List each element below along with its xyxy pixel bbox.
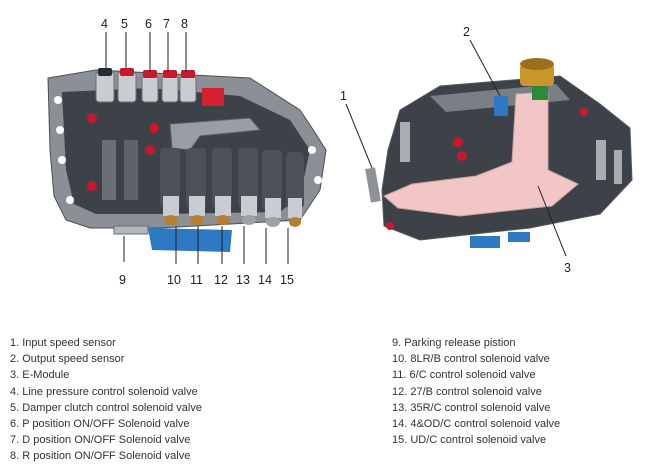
output-speed-sensor bbox=[520, 58, 554, 100]
callout-11: 11 bbox=[190, 273, 203, 287]
valve-body-illustration: 4 5 6 7 8 9 10 11 12 13 14 15 bbox=[47, 17, 633, 287]
callout-3: 3 bbox=[564, 261, 571, 275]
left-callouts: 4 5 6 7 8 9 10 11 12 13 14 15 bbox=[101, 17, 294, 287]
callout-6: 6 bbox=[145, 17, 152, 31]
callout-2: 2 bbox=[463, 25, 470, 39]
callout-8: 8 bbox=[181, 17, 188, 31]
lower-solenoids bbox=[160, 148, 304, 227]
input-speed-sensor bbox=[365, 167, 381, 203]
callout-4: 4 bbox=[101, 17, 108, 31]
legend-left-column: 1. Input speed sensor 2. Output speed se… bbox=[10, 335, 202, 465]
left-blue-base bbox=[148, 228, 232, 252]
callout-1: 1 bbox=[340, 89, 347, 103]
callout-15: 15 bbox=[280, 273, 294, 287]
callout-14: 14 bbox=[258, 273, 272, 287]
legend-item: 5. Damper clutch control solenoid valve bbox=[10, 401, 202, 414]
legend-item: 7. D position ON/OFF Solenoid valve bbox=[10, 434, 191, 447]
callout-5: 5 bbox=[121, 17, 128, 31]
right-e-module-view: 1 2 3 bbox=[340, 25, 633, 275]
e-module bbox=[383, 91, 579, 217]
red-connector-block bbox=[202, 88, 224, 106]
left-valve-body-view: 4 5 6 7 8 9 10 11 12 13 14 15 bbox=[47, 17, 327, 287]
legend-right-column: 9. Parking release pistion 10. 8LR/B con… bbox=[392, 335, 560, 448]
legend-item: 11. 6/C control solenoid valve bbox=[392, 369, 536, 382]
legend-item: 2. Output speed sensor bbox=[10, 353, 125, 366]
callout-10: 10 bbox=[167, 273, 181, 287]
legend-item: 4. Line pressure control solenoid valve bbox=[10, 385, 198, 398]
callout-12: 12 bbox=[214, 273, 228, 287]
callout-13: 13 bbox=[236, 273, 250, 287]
top-solenoids bbox=[95, 68, 197, 103]
legend-item: 1. Input speed sensor bbox=[10, 337, 116, 349]
legend-item: 12. 27/B control solenoid valve bbox=[392, 385, 542, 398]
left-callout-leaders bbox=[105, 32, 289, 264]
right-callouts: 1 2 3 bbox=[340, 25, 571, 275]
parking-release-piston bbox=[113, 225, 149, 235]
callout-7: 7 bbox=[163, 17, 170, 31]
callout-9: 9 bbox=[119, 273, 126, 287]
right-callout-leaders bbox=[345, 39, 567, 257]
blue-sensor-connector bbox=[494, 96, 508, 116]
legend-item: 15. UD/C control solenoid valve bbox=[392, 434, 547, 447]
legend-item: 13. 35R/C control solenoid valve bbox=[392, 401, 551, 414]
legend-item: 6. P position ON/OFF Solenoid valve bbox=[10, 418, 190, 431]
legend-item: 10. 8LR/B control solenoid valve bbox=[392, 353, 550, 366]
legend-item: 14. 4&OD/C control solenoid valve bbox=[392, 418, 561, 431]
legend-item: 8. R position ON/OFF Solenoid valve bbox=[10, 450, 191, 463]
legend-item: 3. E-Module bbox=[10, 369, 70, 382]
legend-item: 9. Parking release pistion bbox=[392, 337, 516, 349]
